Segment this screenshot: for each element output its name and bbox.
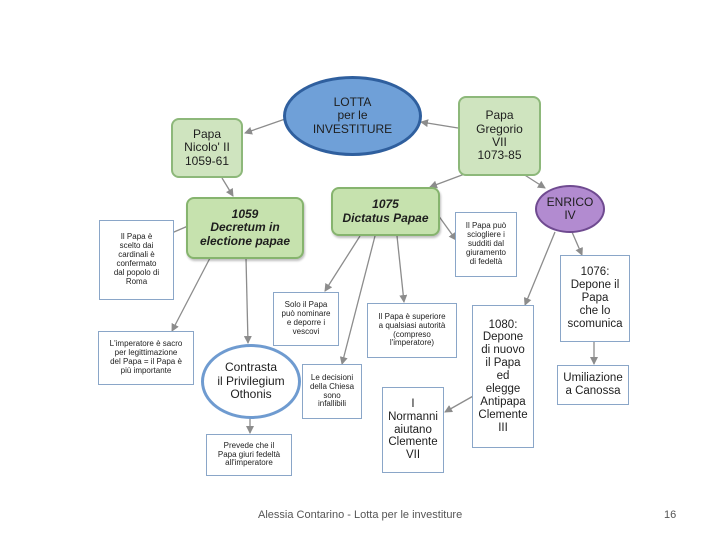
arrow-dictatus-decisioni — [339, 235, 376, 365]
node-1076-depone-papa: 1076: Depone il Papa che lo scomunica — [560, 255, 630, 342]
arrow-lotta-nicolo — [244, 117, 289, 135]
node-dictatus-papae-1075: 1075 Dictatus Papae — [331, 187, 440, 236]
arrow-depone-normanni — [444, 394, 476, 413]
node-papa-superiore: Il Papa è superiore a qualsiasi autorità… — [367, 303, 457, 358]
node-umiliazione-canossa: Umiliazione a Canossa — [557, 365, 629, 405]
node-imperatore-sacro: L'imperatore è sacro per legittimazione … — [98, 331, 194, 385]
arrow-decretum-imperatore — [171, 257, 211, 332]
node-decretum-1059: 1059 Decretum in electione papae — [186, 197, 304, 259]
arrow-dictatus-superiore — [396, 235, 408, 303]
node-enrico-iv: ENRICO IV — [535, 185, 605, 233]
node-papa-eletto-cardinali: Il Papa è scelto dai cardinali è conferm… — [99, 220, 174, 300]
node-sciogliere-sudditi: Il Papa può sciogliere i sudditi dal giu… — [455, 212, 517, 277]
node-1080-depone-nuovo: 1080: Depone di nuovo il Papa ed elegge … — [472, 305, 534, 448]
slide-page-number: 16 — [664, 509, 677, 521]
node-contrasta-privilegium-othonis: Contrasta il Privilegium Othonis — [201, 344, 301, 419]
arrow-enrico-depone-papa — [571, 231, 583, 256]
arrow-dictatus-solo-papa — [324, 235, 361, 292]
node-papa-giuri-fedelta: Prevede che il Papa giuri fedeltà all'im… — [206, 434, 292, 476]
node-lotta-per-le-investiture: LOTTA per le INVESTITURE — [283, 76, 422, 156]
node-papa-nicolo-ii: Papa Nicolo' II 1059-61 — [171, 118, 243, 178]
arrow-enrico-depone-nuovo — [523, 231, 556, 306]
arrow-decretum-contrasta — [243, 257, 252, 344]
arrow-dictatus-sciogliere — [437, 214, 457, 241]
arrow-gregorio-lotta — [420, 119, 459, 129]
node-papa-gregorio-vii: Papa Gregorio VII 1073-85 — [458, 96, 541, 176]
arrow-nicolo-decretum — [221, 177, 234, 197]
node-decisioni-infallibili: Le decisioni della Chiesa sono infallibi… — [302, 364, 362, 419]
node-solo-papa-vescovi: Solo il Papa può nominare e deporre i ve… — [273, 292, 339, 346]
node-normanni-clemente: I Normanni aiutano Clemente VII — [382, 387, 444, 473]
slide-footer-text: Alessia Contarino - Lotta per le investi… — [258, 509, 463, 521]
